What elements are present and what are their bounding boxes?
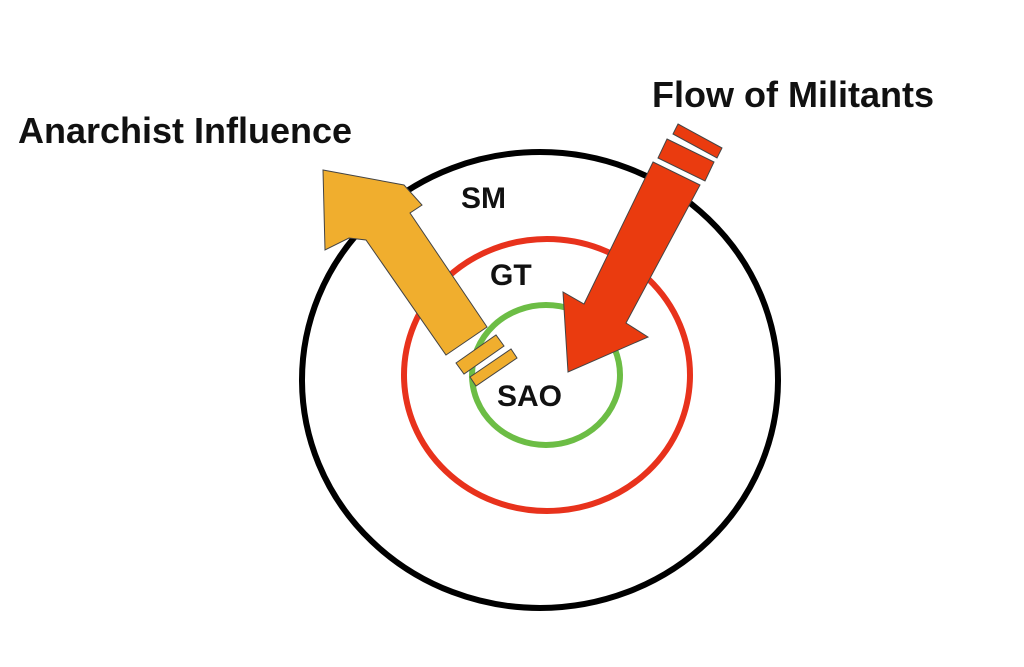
influence-arrow-body [322, 169, 488, 356]
sao-ring-label: SAO [497, 380, 562, 413]
militants-arrow-stripe-2 [657, 138, 715, 182]
middle-ring-gt [401, 236, 693, 514]
flow-of-militants-label: Flow of Militants [652, 74, 934, 115]
militants-arrow-body [562, 161, 701, 373]
influence-arrow-stripe-1 [455, 334, 505, 375]
anarchist-influence-label: Anarchist Influence [18, 110, 352, 151]
gt-ring-label: GT [490, 259, 532, 292]
inner-ring-sao [469, 302, 623, 448]
influence-arrow-stripe-2 [469, 348, 518, 387]
arrow-down-left-icon [562, 123, 723, 373]
arrow-up-left-icon [322, 169, 518, 387]
militants-arrow-stripe-1 [672, 123, 723, 159]
sm-ring-label: SM [461, 182, 506, 215]
outer-ring-sm [299, 149, 781, 611]
